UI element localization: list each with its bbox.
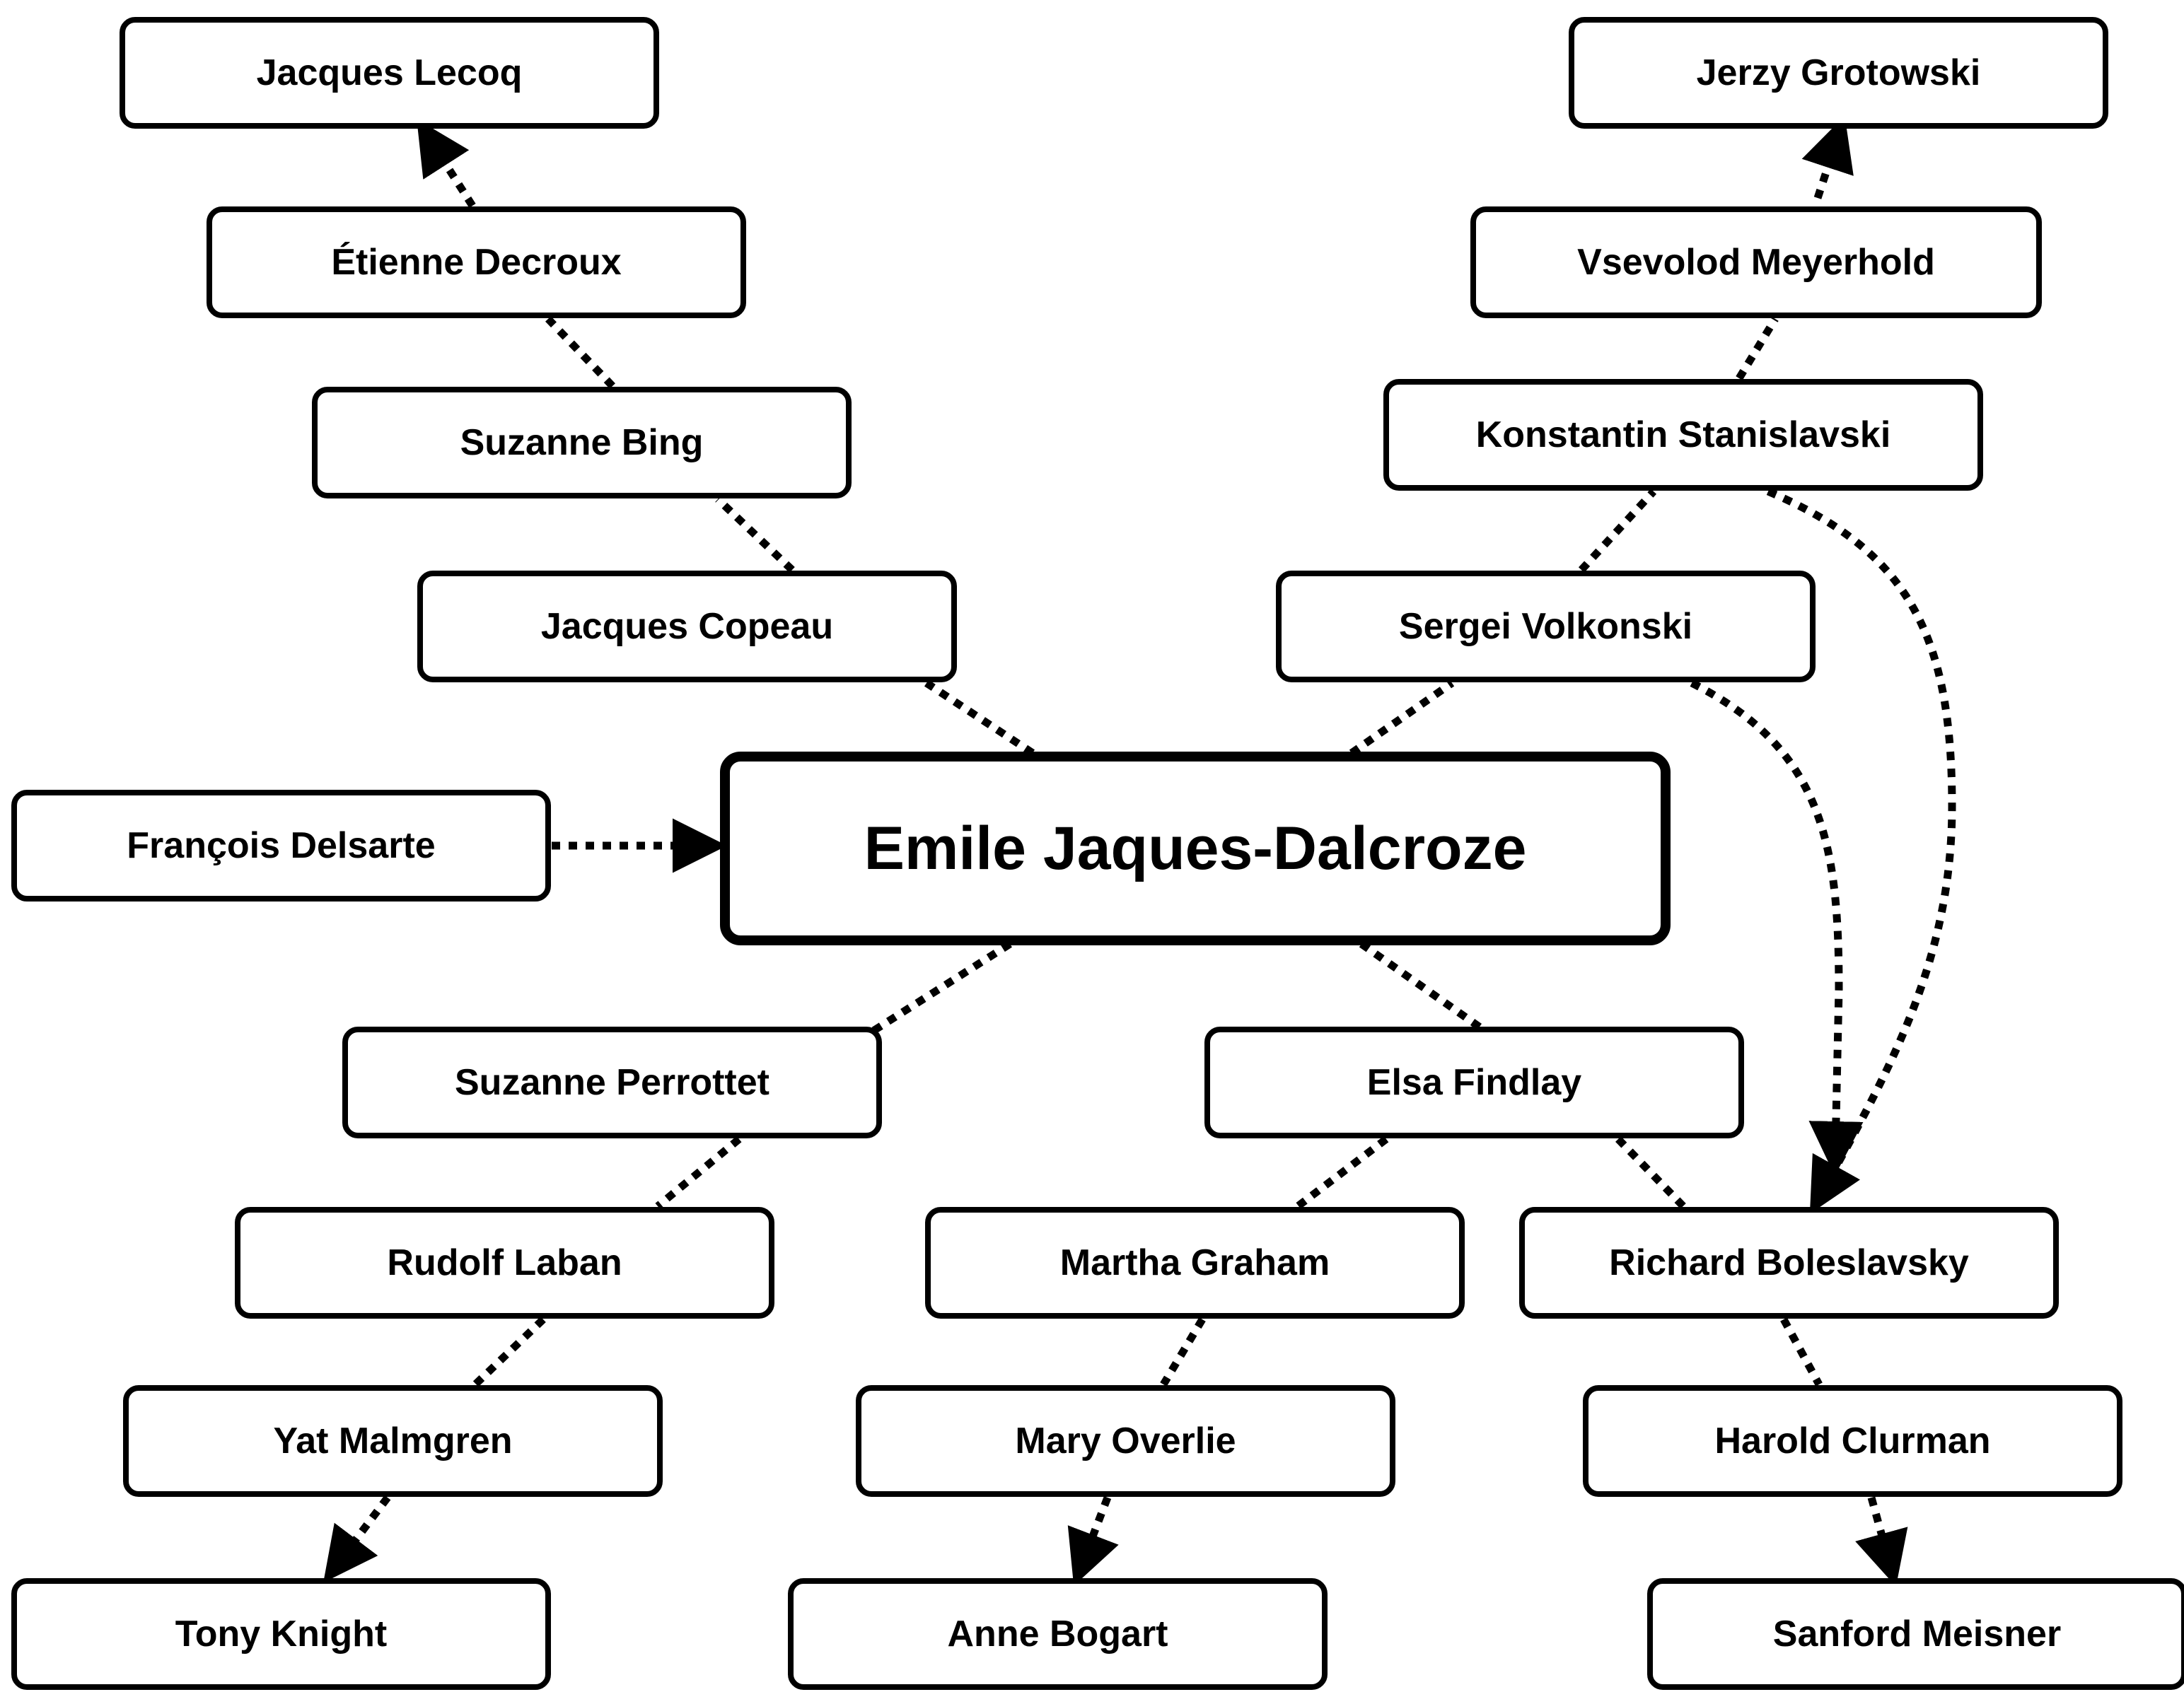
node-box-grotowski — [1569, 17, 2108, 129]
node-graham: Martha Graham — [925, 1207, 1465, 1319]
node-box-delsarte — [11, 790, 551, 902]
edges-layer — [323, 115, 1956, 1587]
node-box-bing — [312, 387, 852, 498]
edge-dalcroze-to-volkonski-connector — [1349, 679, 1455, 757]
edge-decroux-to-lecoq-arrow — [417, 119, 476, 208]
edge-volkonski-to-stanislavski-connector — [1578, 489, 1657, 573]
node-box-laban — [235, 1207, 774, 1319]
node-label-findlay: Elsa Findlay — [1367, 1062, 1582, 1103]
node-label-graham: Martha Graham — [1060, 1242, 1330, 1283]
node-label-laban: Rudolf Laban — [387, 1242, 622, 1283]
node-label-perrottet: Suzanne Perrottet — [455, 1062, 769, 1103]
edge-bing-to-decroux-connector — [545, 316, 615, 389]
node-box-graham — [925, 1207, 1465, 1319]
node-label-meisner: Sanford Meisner — [1773, 1614, 2061, 1655]
node-box-volkonski — [1276, 571, 1816, 682]
node-label-decroux: Étienne Decroux — [331, 242, 621, 283]
node-label-delsarte: François Delsarte — [127, 825, 435, 866]
node-box-findlay — [1204, 1027, 1744, 1138]
edge-copeau-to-bing-connector — [715, 496, 795, 573]
node-box-boleslavsky — [1519, 1207, 2059, 1319]
node-box-clurman — [1583, 1385, 2122, 1497]
node-lecoq: Jacques Lecoq — [120, 17, 659, 129]
node-box-copeau — [417, 571, 957, 682]
edge-overlie-to-bogart-arrow — [1067, 1496, 1119, 1586]
node-copeau: Jacques Copeau — [417, 571, 957, 682]
node-label-volkonski: Sergei Volkonski — [1399, 606, 1692, 647]
node-box-overlie — [856, 1385, 1395, 1497]
edge-findlay-to-graham-connector — [1295, 1136, 1389, 1210]
node-box-stanislavski — [1383, 379, 1983, 491]
node-meisner: Sanford Meisner — [1647, 1578, 2184, 1690]
node-perrottet: Suzanne Perrottet — [342, 1027, 882, 1138]
edge-boleslavsky-to-clurman-connector — [1780, 1317, 1823, 1387]
node-stanislavski: Konstantin Stanislavski — [1383, 379, 1983, 491]
node-label-overlie: Mary Overlie — [1015, 1420, 1236, 1461]
node-label-bing: Suzanne Bing — [460, 422, 704, 463]
node-label-grotowski: Jerzy Grotowski — [1697, 52, 1981, 93]
node-findlay: Elsa Findlay — [1204, 1027, 1744, 1138]
node-label-meyerhold: Vsevolod Meyerhold — [1577, 242, 1935, 283]
node-knight: Tony Knight — [11, 1578, 551, 1690]
node-dalcroze: Emile Jaques-Dalcroze — [720, 752, 1671, 945]
node-bogart: Anne Bogart — [788, 1578, 1328, 1690]
edge-dalcroze-to-copeau-connector — [924, 679, 1035, 757]
node-label-lecoq: Jacques Lecoq — [257, 52, 523, 93]
edge-volkonski-to-boleslavsky-arrow — [1690, 679, 1864, 1176]
node-box-meyerhold — [1470, 206, 2042, 318]
node-box-knight — [11, 1578, 551, 1690]
edge-dalcroze-to-findlay-connector — [1359, 940, 1491, 1037]
node-label-boleslavsky: Richard Boleslavsky — [1609, 1242, 1969, 1283]
node-box-perrottet — [342, 1027, 882, 1138]
edge-dalcroze-to-perrottet-connector — [868, 940, 1012, 1037]
node-label-copeau: Jacques Copeau — [541, 606, 833, 647]
edge-malmgren-to-knight-arrow — [323, 1495, 391, 1583]
node-label-bogart: Anne Bogart — [948, 1614, 1168, 1655]
node-box-lecoq — [120, 17, 659, 129]
node-box-decroux — [207, 206, 746, 318]
node-box-malmgren — [123, 1385, 663, 1497]
edge-laban-to-malmgren-connector — [472, 1317, 546, 1387]
edge-stanislavski-to-meyerhold-connector — [1736, 317, 1779, 380]
edge-stanislavski-to-boleslavsky-arrow — [1766, 487, 1956, 1214]
node-overlie: Mary Overlie — [856, 1385, 1395, 1497]
node-label-knight: Tony Knight — [175, 1614, 387, 1655]
node-box-meisner — [1647, 1578, 2184, 1690]
node-label-clurman: Harold Clurman — [1714, 1420, 1990, 1461]
node-bing: Suzanne Bing — [312, 387, 852, 498]
node-laban: Rudolf Laban — [235, 1207, 774, 1319]
node-label-malmgren: Yat Malmgren — [273, 1420, 512, 1461]
node-volkonski: Sergei Volkonski — [1276, 571, 1816, 682]
edge-clurman-to-meisner-arrow — [1855, 1496, 1908, 1587]
node-box-dalcroze — [720, 752, 1671, 945]
node-meyerhold: Vsevolod Meyerhold — [1470, 206, 2042, 318]
node-decroux: Étienne Decroux — [207, 206, 746, 318]
edge-graham-to-overlie-connector — [1160, 1317, 1206, 1387]
node-delsarte: François Delsarte — [11, 790, 551, 902]
node-clurman: Harold Clurman — [1583, 1385, 2122, 1497]
node-box-bogart — [788, 1578, 1328, 1690]
node-boleslavsky: Richard Boleslavsky — [1519, 1207, 2059, 1319]
node-malmgren: Yat Malmgren — [123, 1385, 663, 1497]
node-label-stanislavski: Konstantin Stanislavski — [1476, 414, 1891, 455]
node-label-dalcroze: Emile Jaques-Dalcroze — [864, 815, 1527, 882]
edge-meyerhold-to-grotowski-arrow — [1801, 115, 1854, 199]
edge-perrottet-to-laban-connector — [655, 1136, 742, 1210]
edge-findlay-to-boleslavsky-connector — [1615, 1136, 1686, 1209]
node-grotowski: Jerzy Grotowski — [1569, 17, 2108, 129]
